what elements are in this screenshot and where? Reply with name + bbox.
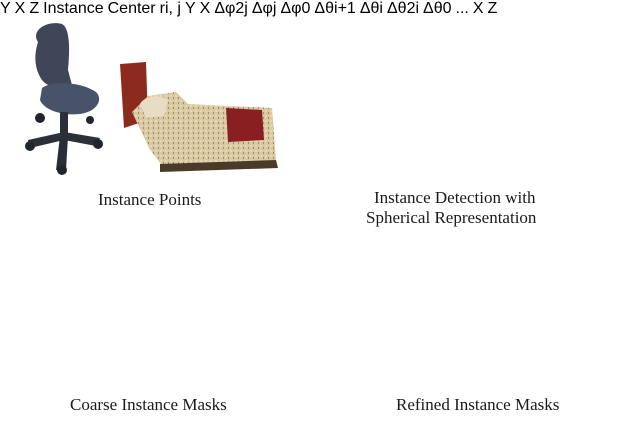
caption-instance-points: Instance Points	[98, 190, 202, 209]
instance-center-label-1: Instance	[43, 0, 104, 17]
phi-label-j: Δφj	[251, 0, 277, 17]
instance-sphere: Y X Z Instance Center ri, j	[0, 0, 185, 17]
phi-circle: Y X Δφ2j Δφj Δφ0	[185, 0, 314, 17]
caption-coarse-masks: Coarse Instance Masks	[70, 395, 227, 414]
phi-axis-x-label: X	[199, 0, 211, 17]
phi-label-2j: Δφ2j	[214, 0, 248, 17]
connector-theta: Y X Δφ2j Δφj Δφ0 Δθi+1 Δθi Δθ2i Δθ0 ... …	[185, 0, 497, 17]
caption-detection-line1: Instance Detection with	[374, 188, 536, 207]
theta-label-2i: Δθ2i	[386, 0, 420, 17]
phi-label-0: Δφ0	[280, 0, 311, 17]
theta-axis-z-label: Z	[487, 0, 498, 17]
axis-y-label: Y	[0, 0, 11, 17]
caption-detection-line2: Spherical Representation	[366, 208, 537, 227]
theta-label-0: Δθ0	[423, 0, 452, 17]
caption-refined-masks: Refined Instance Masks	[396, 395, 560, 414]
phi-axis-y-label: Y	[184, 0, 196, 17]
theta-ellipse: Δθi+1 Δθi Δθ2i Δθ0 ... X Z	[314, 0, 497, 17]
connector-phi: Y X Δφ2j Δφj Δφ0 Δθi+1 Δθi Δθ2i Δθ0 ... …	[185, 0, 497, 17]
radius-label: ri, j	[159, 0, 181, 17]
theta-ellipsis: ...	[455, 0, 469, 17]
instance-center-label-2: Center	[107, 0, 156, 17]
axis-x-label: X	[14, 0, 26, 17]
spherical-representation-panel: Y X Z Instance Center ri, j Y X Δφ2j Δφj…	[0, 0, 497, 17]
instance-points-image	[25, 23, 278, 175]
chair-point-cloud	[25, 23, 103, 175]
theta-axis-x-label: X	[472, 0, 484, 17]
theta-label-i-plus-1: Δθi+1	[314, 0, 356, 17]
theta-label-i: Δθi	[359, 0, 383, 17]
bed-point-cloud	[120, 62, 278, 172]
axis-z-label: Z	[29, 0, 40, 17]
